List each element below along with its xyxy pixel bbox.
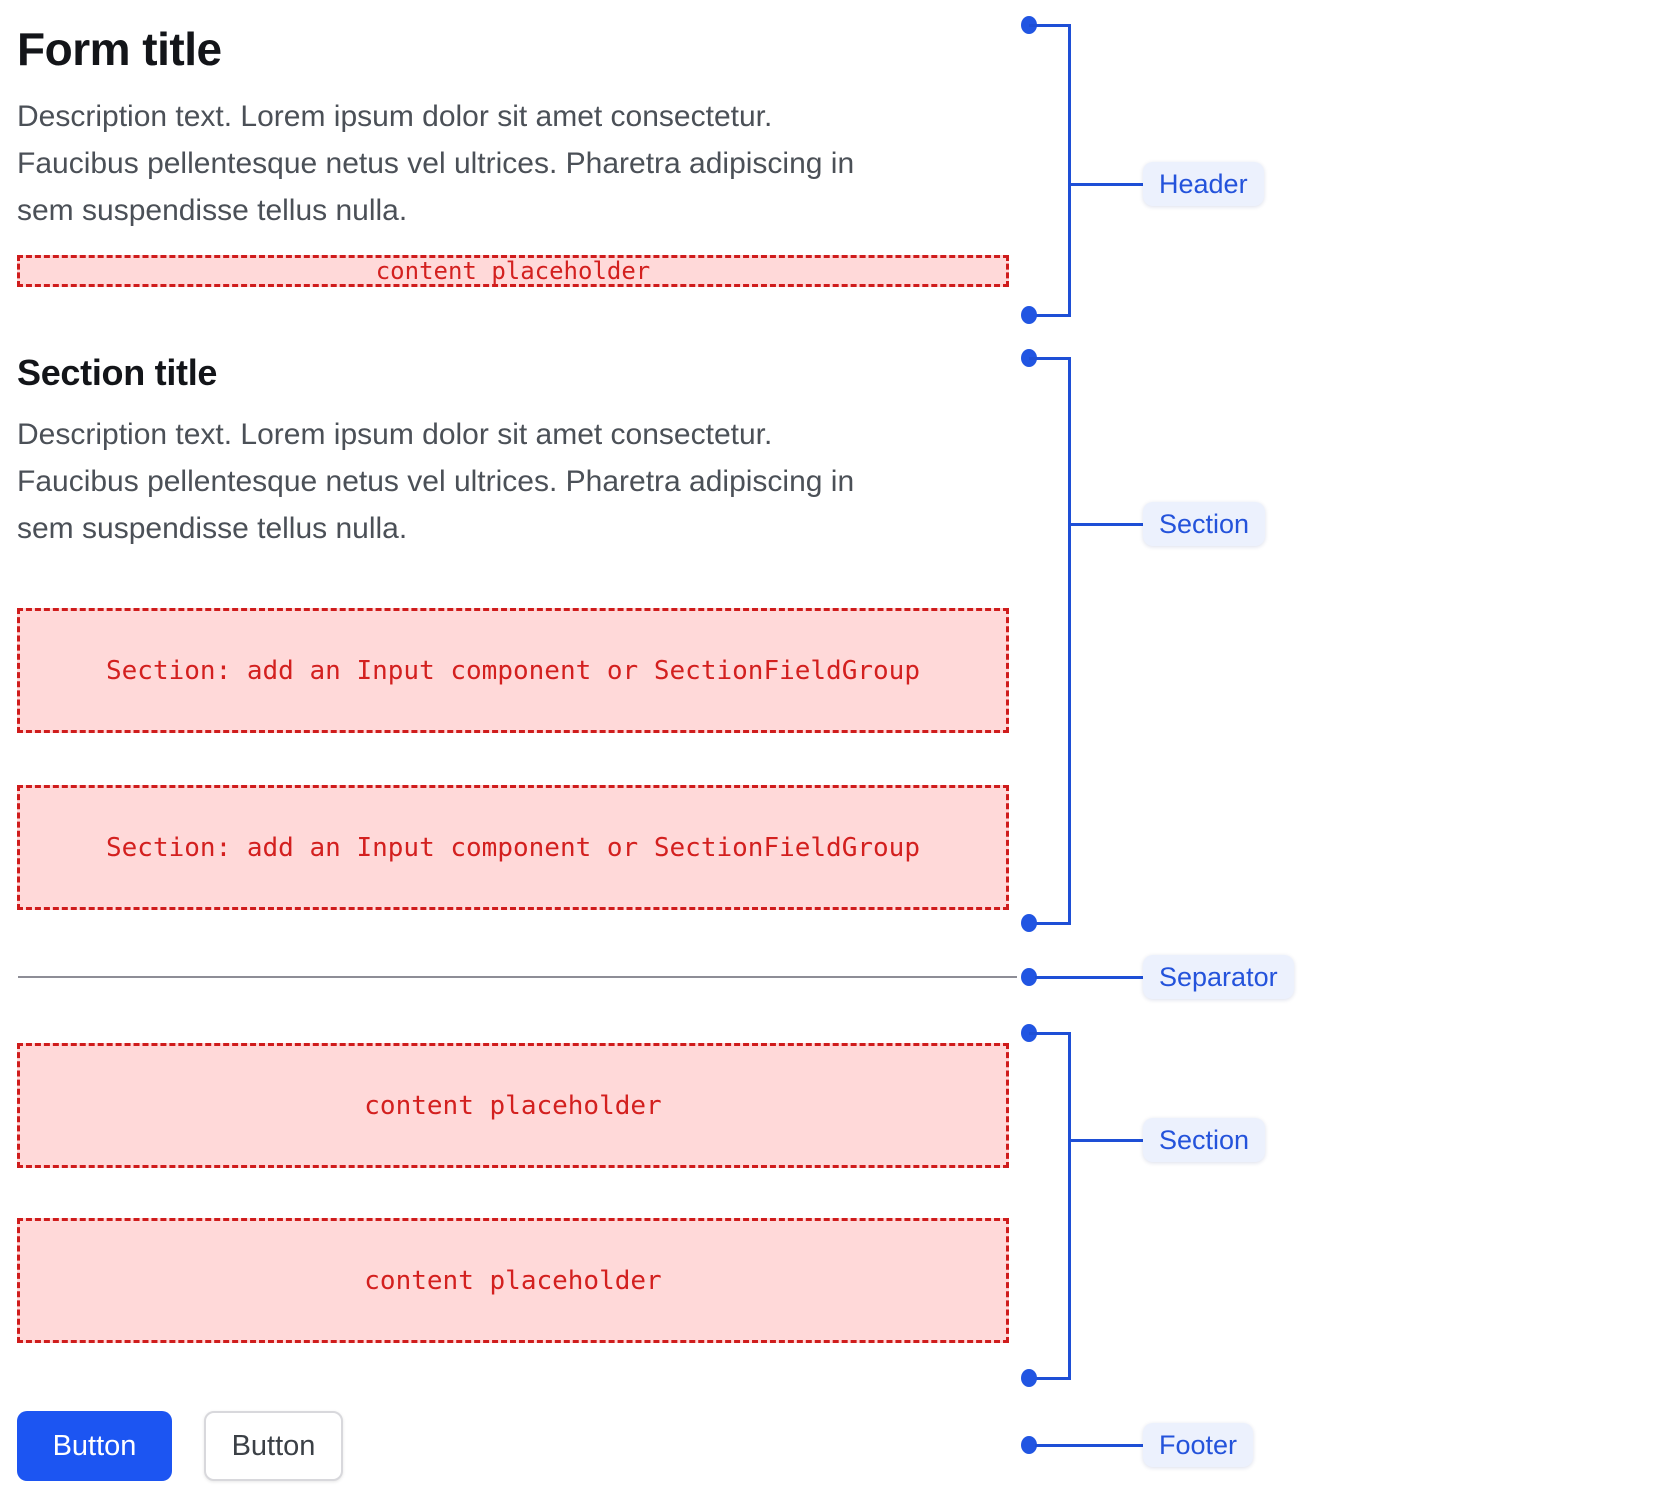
section-title: Section title <box>17 352 218 393</box>
bracket-dot <box>1021 1369 1037 1387</box>
description-line: Faucibus pellentesque netus vel ultrices… <box>17 147 855 180</box>
bracket-stub <box>1029 922 1071 925</box>
bracket-dot <box>1021 306 1037 324</box>
form-title: Form title <box>17 23 222 75</box>
label-connector-line <box>1071 183 1143 186</box>
bracket-stub <box>1029 1377 1071 1380</box>
primary-button[interactable]: Button <box>17 1411 172 1481</box>
bracket-vertical-line <box>1068 1032 1071 1380</box>
bracket-dot <box>1021 914 1037 932</box>
section1-annotation-label: Section <box>1143 502 1266 546</box>
bracket-stub <box>1029 24 1071 27</box>
bracket-vertical-line <box>1068 24 1071 317</box>
bracket-vertical-line <box>1068 357 1071 925</box>
label-connector-line <box>1071 1139 1143 1142</box>
form-description: Description text. Lorem ipsum dolor sit … <box>17 93 977 234</box>
callout-dot <box>1021 1436 1037 1454</box>
separator-annotation-label: Separator <box>1143 955 1294 999</box>
section2-content-placeholder-1: content placeholder <box>17 1043 1009 1168</box>
footer-annotation-label: Footer <box>1143 1423 1254 1467</box>
bracket-stub <box>1029 1032 1071 1035</box>
label-connector-line <box>1035 976 1143 979</box>
section2-content-placeholder-2: content placeholder <box>17 1218 1009 1343</box>
section-input-placeholder-1: Section: add an Input component or Secti… <box>17 608 1009 733</box>
callout-dot <box>1021 968 1037 986</box>
description-line: Faucibus pellentesque netus vel ultrices… <box>17 465 855 498</box>
section2-annotation-label: Section <box>1143 1118 1266 1162</box>
description-line: sem suspendisse tellus nulla. <box>17 194 408 227</box>
separator-line <box>18 976 1017 978</box>
header-annotation-label: Header <box>1143 162 1264 206</box>
label-connector-line <box>1035 1444 1143 1447</box>
secondary-button[interactable]: Button <box>204 1411 343 1481</box>
description-line: Description text. Lorem ipsum dolor sit … <box>17 418 773 451</box>
description-line: sem suspendisse tellus nulla. <box>17 512 408 545</box>
description-line: Description text. Lorem ipsum dolor sit … <box>17 100 773 133</box>
bracket-stub <box>1029 357 1071 360</box>
section-description: Description text. Lorem ipsum dolor sit … <box>17 411 977 552</box>
section-input-placeholder-2: Section: add an Input component or Secti… <box>17 785 1009 910</box>
header-content-placeholder: content placeholder <box>17 255 1009 287</box>
label-connector-line <box>1071 523 1143 526</box>
bracket-stub <box>1029 314 1071 317</box>
